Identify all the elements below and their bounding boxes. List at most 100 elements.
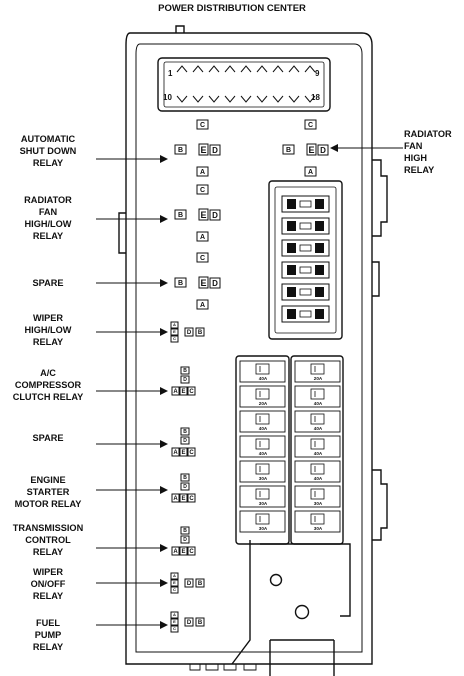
relay-terminal	[196, 119, 209, 130]
relay-terminal-letter: B	[178, 212, 183, 219]
relay-terminal-letter: C	[189, 450, 194, 456]
fuse-terminal	[287, 221, 296, 231]
right-mount-middle	[372, 261, 380, 297]
leader-arrow	[160, 215, 168, 223]
label-automatic-shut-down-relay: AUTOMATIC SHUT DOWN RELAY	[19, 134, 77, 168]
right-mount-lower	[372, 469, 388, 541]
fuse-slot	[281, 195, 330, 213]
leader-arrow	[160, 486, 168, 494]
connector-pin	[176, 95, 188, 103]
relay-terminal-letter: A	[173, 450, 178, 456]
fuse-left-body	[255, 463, 270, 475]
relay-terminal-letter: E	[181, 389, 185, 395]
relay-terminal-letter: D	[212, 279, 218, 288]
maxi-fuse-block-right	[290, 355, 344, 545]
leader-arrow	[160, 579, 168, 587]
fuse-element	[299, 266, 312, 274]
relay-terminal	[180, 436, 190, 445]
relay-terminal	[170, 321, 179, 329]
fuse-slot	[281, 239, 330, 257]
fuse-left-rating: 40A	[259, 451, 268, 456]
fuse-element	[299, 200, 312, 208]
fuse-left-body	[255, 488, 270, 500]
connector-inner	[163, 61, 325, 108]
relay-terminal	[170, 611, 179, 619]
fuse-terminal	[287, 309, 296, 319]
relay-terminal-letter: A	[200, 302, 205, 309]
bottom-notches	[189, 664, 257, 671]
relay-terminal-letter: C	[200, 255, 205, 262]
relay-terminal-letter: E	[200, 210, 206, 220]
fuse-left-body	[255, 413, 270, 425]
relay-terminal	[180, 366, 190, 375]
relay-terminal	[198, 143, 209, 156]
relay-terminal-letter: C	[189, 496, 194, 502]
relay-terminal	[171, 493, 180, 503]
fuse-right-body	[310, 488, 325, 500]
bottom-post	[269, 639, 335, 676]
fuse-right-rating: 30A	[314, 526, 323, 531]
fuse-left-slot	[239, 435, 286, 458]
fuse-right-slot	[294, 460, 341, 483]
leader-arrow	[160, 279, 168, 287]
relay-terminal	[184, 327, 194, 337]
connector-pin	[240, 95, 252, 103]
fuse-element	[299, 288, 312, 296]
fuse-right-slot	[294, 385, 341, 408]
relay-terminal	[195, 327, 205, 337]
relay-terminal-letter: B	[286, 147, 291, 154]
relay-terminal	[196, 252, 209, 263]
relay-terminal-letter: B	[198, 581, 203, 587]
relay-terminal	[209, 209, 221, 221]
relay-terminal-letter: A	[200, 234, 205, 241]
relay-terminal	[180, 526, 190, 535]
fuse-right-body	[310, 413, 325, 425]
fuse-left-body	[255, 388, 270, 400]
relay-terminal	[196, 166, 209, 177]
fuse-left-slot	[239, 460, 286, 483]
left-mount	[118, 212, 126, 254]
relay-terminal	[209, 144, 221, 156]
relay-terminal-letter: D	[183, 537, 187, 543]
relay-terminal-letter: C	[173, 336, 176, 341]
fuse-right-rating: 40A	[314, 426, 323, 431]
label-transmission-control-relay: TRANSMISSION CONTROL RELAY	[12, 523, 84, 557]
connector-pin	[256, 65, 268, 73]
relay-terminal-letter: E	[200, 278, 206, 288]
relay-terminal-letter: C	[308, 122, 313, 129]
relay-terminal	[180, 375, 190, 384]
relay-terminal-letter: B	[183, 368, 187, 374]
bottom-bracket	[231, 540, 251, 665]
relay-terminal-letter: A	[173, 612, 176, 617]
page-title: POWER DISTRIBUTION CENTER	[158, 3, 306, 14]
relay-terminal-letter: A	[173, 322, 176, 327]
label-radiator-fan-high-relay: RADIATOR FAN HIGH RELAY	[404, 129, 452, 175]
relay-terminal-letter: E	[173, 580, 176, 585]
relay-terminal	[187, 546, 196, 556]
fuse-left-slot	[239, 360, 286, 383]
fuse-slot	[281, 217, 330, 235]
relay-terminal-letter: D	[212, 211, 218, 220]
fuse-terminal	[315, 221, 324, 231]
relay-terminal-letter: A	[173, 389, 178, 395]
connector-pin	[176, 65, 188, 73]
connector-pin	[304, 65, 316, 73]
fuse-left-slot	[239, 510, 286, 533]
label-spare-relay-1: SPARE	[32, 278, 64, 288]
top-tab	[175, 25, 185, 33]
fuse-right-body	[310, 463, 325, 475]
label-radiator-fan-high-low-relay: RADIATOR FAN HIGH/LOW RELAY	[24, 195, 72, 241]
connector-pin	[256, 95, 268, 103]
connector-pin	[208, 65, 220, 73]
fuse-terminal	[315, 287, 324, 297]
housing-outline	[125, 32, 373, 665]
fuse-right-rating: 30A	[314, 501, 323, 506]
relay-terminal	[184, 617, 194, 627]
fuse-left-body	[255, 363, 270, 375]
relay-terminal-letter: E	[173, 329, 176, 334]
fuse-left-body	[255, 513, 270, 525]
fuse-terminal	[315, 199, 324, 209]
relay-terminal-letter: B	[183, 475, 187, 481]
leader-arrow	[160, 440, 168, 448]
